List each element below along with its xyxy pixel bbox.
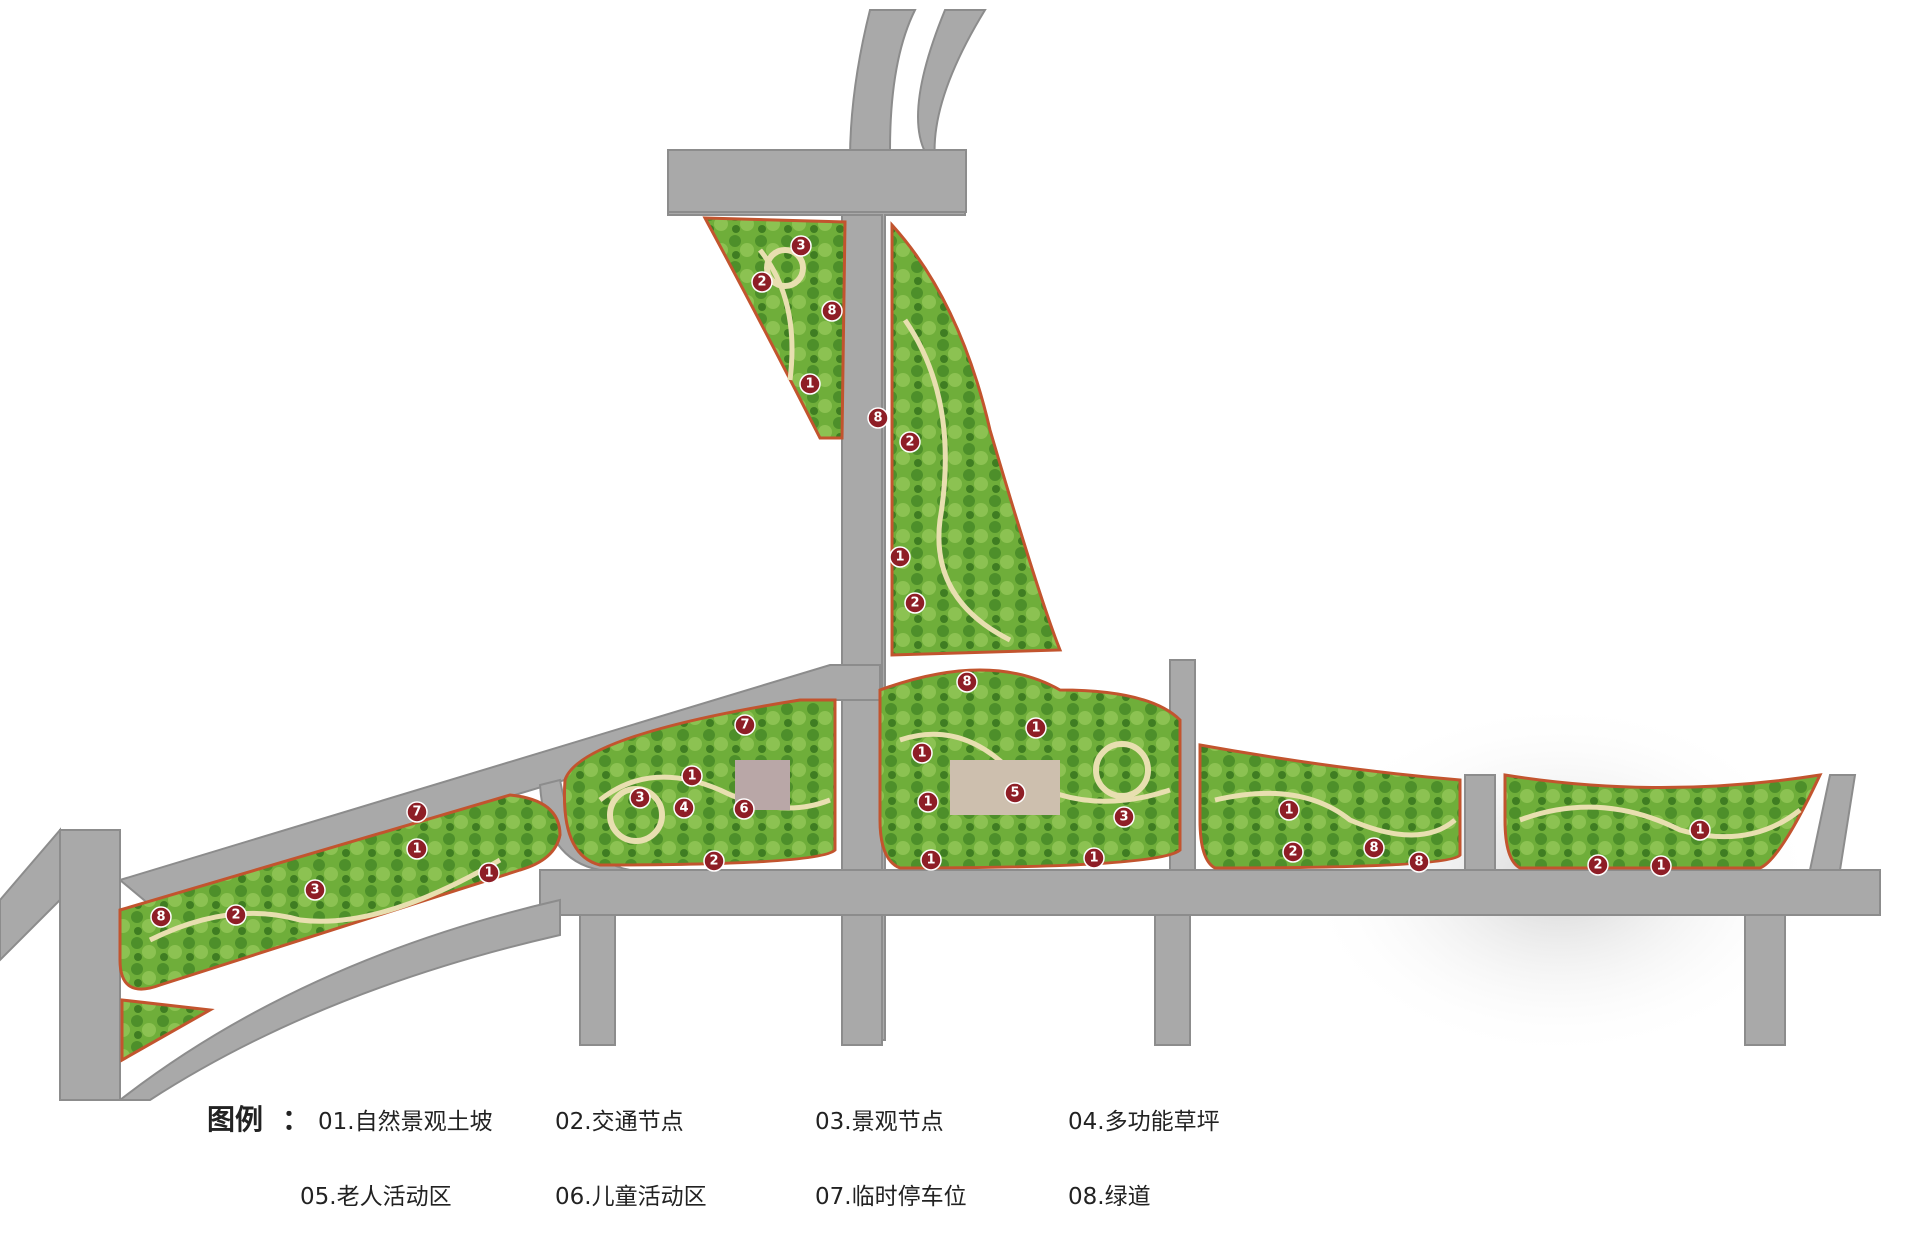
area-marker: 2 xyxy=(751,271,773,293)
area-marker: 2 xyxy=(225,904,247,926)
area-marker-label: 1 xyxy=(1284,803,1293,818)
area-marker: 1 xyxy=(478,862,500,884)
area-marker-label: 2 xyxy=(757,275,766,290)
area-marker-label: 4 xyxy=(679,801,688,816)
area-marker: 3 xyxy=(1113,806,1135,828)
area-marker: 8 xyxy=(867,407,889,429)
area-marker: 1 xyxy=(911,742,933,764)
area-marker-label: 8 xyxy=(962,675,971,690)
area-marker-label: 1 xyxy=(1031,721,1040,736)
area-marker-label: 7 xyxy=(412,805,421,820)
area-marker: 5 xyxy=(1004,782,1026,804)
area-marker-label: 1 xyxy=(412,842,421,857)
area-marker: 3 xyxy=(629,787,651,809)
area-marker: 1 xyxy=(799,373,821,395)
area-marker: 1 xyxy=(1083,847,1105,869)
area-marker-label: 8 xyxy=(873,411,882,426)
area-marker-label: 1 xyxy=(1656,859,1665,874)
area-marker-label: 8 xyxy=(156,910,165,925)
area-marker: 1 xyxy=(406,838,428,860)
area-marker: 2 xyxy=(1587,854,1609,876)
area-marker-label: 2 xyxy=(905,435,914,450)
area-marker-label: 1 xyxy=(484,866,493,881)
area-marker: 8 xyxy=(1408,851,1430,873)
area-marker: 1 xyxy=(681,765,703,787)
area-marker-label: 2 xyxy=(709,854,718,869)
area-marker-label: 2 xyxy=(231,908,240,923)
area-marker-label: 3 xyxy=(310,883,319,898)
area-marker: 2 xyxy=(703,850,725,872)
area-marker: 8 xyxy=(956,671,978,693)
area-marker-label: 1 xyxy=(805,377,814,392)
area-marker-label: 1 xyxy=(687,769,696,784)
area-marker-label: 3 xyxy=(796,239,805,254)
area-marker-label: 8 xyxy=(1369,841,1378,856)
area-marker: 1 xyxy=(1278,799,1300,821)
area-marker: 8 xyxy=(150,906,172,928)
area-marker-label: 1 xyxy=(1695,823,1704,838)
area-marker-label: 6 xyxy=(739,802,748,817)
area-marker: 8 xyxy=(1363,837,1385,859)
area-marker: 1 xyxy=(920,849,942,871)
area-marker-label: 1 xyxy=(926,853,935,868)
area-marker: 2 xyxy=(904,592,926,614)
area-marker-label: 2 xyxy=(1593,858,1602,873)
area-marker-label: 1 xyxy=(923,795,932,810)
area-marker-label: 8 xyxy=(827,304,836,319)
area-marker-label: 3 xyxy=(635,791,644,806)
area-marker: 1 xyxy=(1650,855,1672,877)
area-marker-label: 8 xyxy=(1414,855,1423,870)
area-marker: 1 xyxy=(889,546,911,568)
area-marker-label: 1 xyxy=(895,550,904,565)
area-marker: 1 xyxy=(1025,717,1047,739)
area-marker: 1 xyxy=(1689,819,1711,841)
green-north-east xyxy=(890,221,1063,657)
area-marker: 7 xyxy=(734,714,756,736)
green-left-corner xyxy=(120,998,215,1063)
area-marker: 8 xyxy=(821,300,843,322)
area-marker: 1 xyxy=(917,791,939,813)
area-marker: 2 xyxy=(899,431,921,453)
area-marker: 3 xyxy=(790,235,812,257)
area-marker-label: 5 xyxy=(1010,786,1019,801)
area-marker: 3 xyxy=(304,879,326,901)
area-marker-label: 1 xyxy=(1089,851,1098,866)
area-marker: 2 xyxy=(1282,841,1304,863)
area-marker-label: 3 xyxy=(1119,810,1128,825)
area-marker-label: 2 xyxy=(910,596,919,611)
plazas xyxy=(607,247,1151,844)
area-marker-label: 2 xyxy=(1288,845,1297,860)
area-marker: 4 xyxy=(673,797,695,819)
area-marker-label: 7 xyxy=(740,718,749,733)
area-marker: 6 xyxy=(733,798,755,820)
area-marker-label: 1 xyxy=(917,746,926,761)
green-west-strip xyxy=(118,793,562,991)
area-marker: 7 xyxy=(406,801,428,823)
